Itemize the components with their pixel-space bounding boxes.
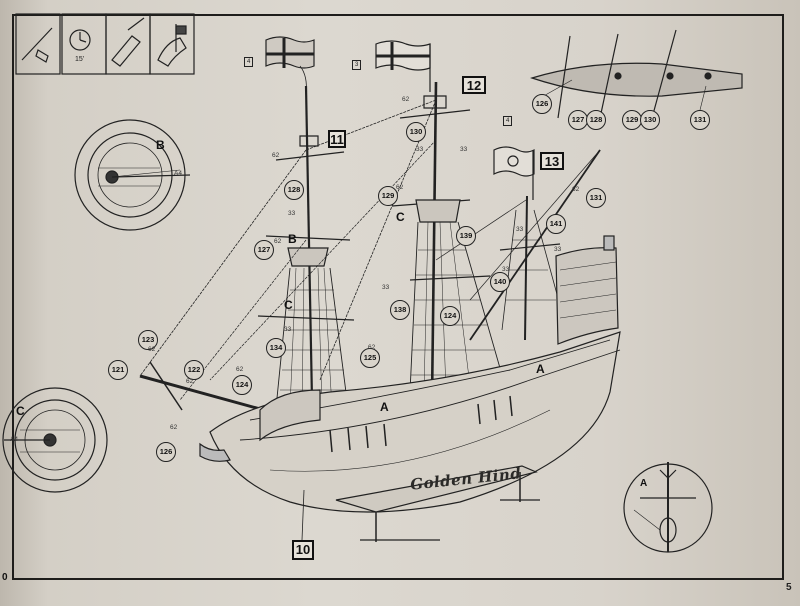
corner-mark: 0 — [2, 572, 8, 583]
detail-label-c: C — [16, 404, 25, 418]
part-125: 125 — [360, 348, 380, 368]
ship-label-b: B — [288, 232, 297, 246]
detail-circle-c — [2, 387, 108, 493]
rope-label-33-f: 33 — [554, 246, 562, 253]
part-127-a: 127 — [254, 240, 274, 260]
part-126-a: 126 — [156, 442, 176, 462]
part-139: 139 — [456, 226, 476, 246]
detail-label-a: A — [640, 478, 648, 489]
part-141: 141 — [546, 214, 566, 234]
page-frame — [12, 14, 784, 580]
part-129-a: 129 — [378, 186, 398, 206]
ship-label-c1: C — [284, 298, 293, 312]
rope-label-33-c: 33 — [460, 146, 468, 153]
rope-label-62-g: 62 — [186, 378, 194, 385]
part-129-b: 129 — [622, 110, 642, 130]
header-panel-clock — [61, 13, 107, 75]
part-134: 134 — [266, 338, 286, 358]
rope-label-62-h: 62 — [236, 366, 244, 373]
ship-label-a1: A — [380, 400, 389, 414]
part-127-b: 127 — [568, 110, 588, 130]
step-box-fore-mast: 11 — [328, 130, 346, 148]
header-panel-knife — [15, 13, 61, 75]
part-128-b: 128 — [586, 110, 606, 130]
part-138: 138 — [390, 300, 410, 320]
step-box-mizzen-mast: 13 — [540, 152, 564, 170]
part-140: 140 — [490, 272, 510, 292]
detail-b-a4-label: A4 — [174, 170, 182, 177]
part-122: 122 — [184, 360, 204, 380]
rope-label-62-j: 62 — [572, 186, 580, 193]
hull-section-diagram — [530, 29, 743, 119]
flag-4-left — [265, 36, 315, 95]
rope-label-62-i: 62 — [170, 424, 178, 431]
rope-label-62-f: 62 — [148, 346, 156, 353]
page-number: 5 — [786, 582, 792, 593]
detail-circle-a — [623, 462, 713, 553]
part-121: 121 — [108, 360, 128, 380]
part-124-b: 124 — [440, 306, 460, 326]
flag-number-4-right: 4 — [503, 116, 513, 126]
rope-label-33-b: 33 — [416, 146, 424, 153]
rope-label-62-a: 62 — [272, 152, 280, 159]
rope-label-62-b: 62 — [402, 96, 410, 103]
rope-label-62-e: 62 — [368, 344, 376, 351]
glue-time-label: 15' — [75, 56, 85, 63]
part-124-a: 124 — [232, 375, 252, 395]
ship-label-a2: A — [536, 362, 545, 376]
rope-label-33-g: 33 — [516, 226, 524, 233]
flag-number-3: 3 — [352, 60, 362, 70]
rope-label-33-e: 33 — [284, 326, 292, 333]
part-126-b: 126 — [532, 94, 552, 114]
header-panel-glue — [105, 13, 151, 75]
rope-label-62-c: 62 — [396, 184, 404, 191]
rope-label-33-a: 33 — [288, 210, 296, 217]
part-131-b: 131 — [690, 110, 710, 130]
part-130-b: 130 — [640, 110, 660, 130]
detail-circle-b — [74, 119, 191, 231]
flag-4-right — [493, 146, 535, 200]
step-box-hull: 10 — [292, 540, 314, 560]
header-panel-flag — [149, 13, 195, 75]
part-128-a: 128 — [284, 180, 304, 200]
detail-c-a4-label: A4 — [10, 436, 18, 443]
part-130-a: 130 — [406, 122, 426, 142]
part-131-a: 131 — [586, 188, 606, 208]
step-box-main-mast: 12 — [462, 76, 486, 94]
ship-label-c2: C — [396, 210, 405, 224]
flag-number-4-left: 4 — [244, 57, 254, 67]
rope-label-33-d: 33 — [382, 284, 390, 291]
part-123: 123 — [138, 330, 158, 350]
detail-label-b: B — [156, 138, 165, 152]
rope-label-33-h: 33 — [502, 266, 510, 273]
flag-3-center — [375, 40, 431, 92]
rope-label-62-d: 62 — [274, 238, 282, 245]
